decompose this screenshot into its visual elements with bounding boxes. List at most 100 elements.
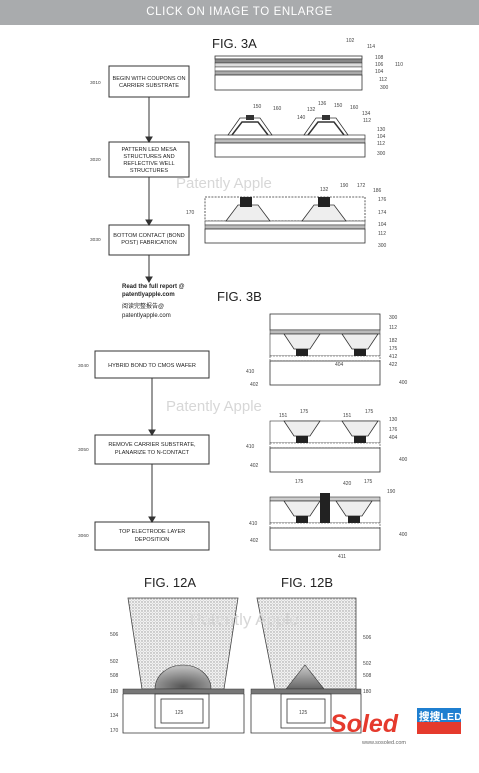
ref-175-e: 175 xyxy=(364,479,373,485)
patent-figure-canvas[interactable]: FIG. 3A FIG. 3B FIG. 12A FIG. 12B BEGIN … xyxy=(0,25,479,768)
ref-508-b: 508 xyxy=(363,673,372,679)
fig-12a-title: FIG. 12A xyxy=(144,575,196,590)
soled-logo-cn: 搜搜LED网 xyxy=(419,710,473,723)
ref-104-a: 104 xyxy=(377,134,386,140)
ref-300: 300 xyxy=(380,85,389,91)
ref-112-a: 112 xyxy=(377,141,385,147)
ref-130-a: 130 xyxy=(377,127,386,133)
ref-134: 134 xyxy=(362,111,371,117)
ref-170: 170 xyxy=(186,210,195,216)
ref-132-a: 132 xyxy=(307,107,316,113)
flow-box-3060-line2: DEPOSITION xyxy=(135,537,170,543)
ref-122: 112 xyxy=(363,118,371,124)
ref-108: 108 xyxy=(375,55,384,61)
ref-132-b: 132 xyxy=(320,187,329,193)
flow-box-3050-line1: REMOVE CARRIER SUBSTRATE, xyxy=(108,442,196,448)
ref-411: 411 xyxy=(338,554,346,560)
ref-160-b: 160 xyxy=(350,105,359,111)
ref-190-b: 190 xyxy=(387,489,396,495)
ref-112-b: 112 xyxy=(378,231,386,237)
enlarge-image-bar[interactable]: CLICK ON IMAGE TO ENLARGE xyxy=(0,0,479,25)
watermark-patently-apple-1: Patently Apple xyxy=(176,175,272,192)
ref-420: 420 xyxy=(343,481,352,487)
ref-410-b: 410 xyxy=(246,444,255,450)
ref-104-b: 104 xyxy=(378,222,387,228)
flow-box-3020-line2: STRUCTURES AND xyxy=(123,154,174,160)
soled-logo[interactable]: Soled 搜搜LED网 www.sosoled.com xyxy=(330,708,473,746)
diagram-3b-remove-carrier xyxy=(269,420,381,473)
diagram-fig-12a xyxy=(122,597,245,734)
diagram-fig-12b xyxy=(250,597,362,734)
ref-170-a: 170 xyxy=(110,728,119,734)
ref-508-a: 508 xyxy=(110,673,119,679)
ref-106: 106 xyxy=(375,62,384,68)
ref-182: 182 xyxy=(389,338,398,344)
soled-logo-url: www.sosoled.com xyxy=(361,740,406,746)
ref-130-b: 130 xyxy=(389,417,398,423)
ref-174: 174 xyxy=(378,210,387,216)
ref-190: 190 xyxy=(340,183,349,189)
ref-125-b: 125 xyxy=(299,710,308,716)
ref-502-a: 502 xyxy=(110,659,119,665)
ref-160-a: 160 xyxy=(273,106,282,112)
ref-300-b: 300 xyxy=(378,243,387,249)
ref-114: 114 xyxy=(367,44,375,50)
ref-110: 110 xyxy=(395,62,403,68)
ref-412: 412 xyxy=(389,354,398,360)
ref-506-a: 506 xyxy=(110,632,119,638)
ref-112-c: 112 xyxy=(389,325,397,331)
fig-12b-title: FIG. 12B xyxy=(281,575,333,590)
ref-300-a: 300 xyxy=(377,151,386,157)
flow-ref-3040: 3040 xyxy=(78,363,89,369)
ref-410-c: 410 xyxy=(249,521,258,527)
flow-box-3040: HYBRID BOND TO CMOS WAFER xyxy=(94,350,210,379)
flow-ref-3050: 3050 xyxy=(78,447,89,453)
flow-box-3020-line1: PATTERN LED MESA xyxy=(121,147,176,153)
ref-400-a: 400 xyxy=(399,380,408,386)
ref-300-c: 300 xyxy=(389,315,398,321)
flow-box-3010-line1: BEGIN WITH COUPONS ON xyxy=(112,76,185,82)
flow-box-3060: TOP ELECTRODE LAYER DEPOSITION xyxy=(94,521,210,551)
flow-box-3040-line1: HYBRID BOND TO CMOS WAFER xyxy=(108,363,196,369)
diagram-3b-top-electrode xyxy=(269,493,381,551)
flow-box-3010-line2: CARRIER SUBSTRATE xyxy=(119,83,179,89)
flow-box-3030: BOTTOM CONTACT (BOND POST) FABRICATION xyxy=(108,224,190,256)
watermark-patently-apple-3: Patently Apple xyxy=(190,610,299,629)
ref-176-b: 176 xyxy=(389,427,398,433)
ref-136: 136 xyxy=(318,101,327,107)
promo-site-2[interactable]: patentlyapple.com xyxy=(122,313,171,319)
ref-402-b: 402 xyxy=(250,463,259,469)
ref-402-c: 402 xyxy=(250,538,259,544)
flow-ref-3020: 3020 xyxy=(90,157,101,163)
promo-site-1[interactable]: patentlyapple.com xyxy=(122,292,175,298)
ref-176: 176 xyxy=(378,197,387,203)
ref-140: 140 xyxy=(297,115,306,121)
flow-ref-3030: 3030 xyxy=(90,237,101,243)
ref-422: 422 xyxy=(389,362,398,368)
soled-logo-badge-top xyxy=(417,708,461,722)
ref-400-b: 400 xyxy=(399,457,408,463)
flow-box-3050: REMOVE CARRIER SUBSTRATE, PLANARIZE TO N… xyxy=(94,434,210,465)
promo-chinese: 阅读完整报告@ xyxy=(122,302,164,310)
flow-arrows-3b xyxy=(148,378,156,523)
soled-logo-badge-bottom xyxy=(417,722,461,734)
ref-150-a: 150 xyxy=(253,104,262,110)
ref-506-b: 506 xyxy=(363,635,372,641)
fig-3a-title: FIG. 3A xyxy=(212,36,257,51)
diagram-3b-hybrid-bond xyxy=(269,313,381,386)
ref-104: 104 xyxy=(375,69,384,75)
flow-box-3020-line3: REFLECTIVE WELL xyxy=(123,161,174,167)
flow-box-3060-line1: TOP ELECTRODE LAYER xyxy=(119,529,186,535)
ref-186: 186 xyxy=(373,188,382,194)
flow-box-3030-line2: POST) FABRICATION xyxy=(121,240,177,246)
watermark-patently-apple-2: Patently Apple xyxy=(166,398,262,415)
ref-125-a: 125 xyxy=(175,710,184,716)
ref-175-c: 175 xyxy=(365,409,374,415)
ref-180-b: 180 xyxy=(363,689,372,695)
flow-box-3020: PATTERN LED MESA STRUCTURES AND REFLECTI… xyxy=(108,141,190,178)
flow-box-3020-line4: STRUCTURES xyxy=(130,168,168,174)
promo-read-report: Read the full report @ xyxy=(122,284,185,290)
ref-151-a: 151 xyxy=(279,413,288,419)
ref-175-a: 175 xyxy=(389,346,398,352)
ref-151-b: 151 xyxy=(343,413,352,419)
